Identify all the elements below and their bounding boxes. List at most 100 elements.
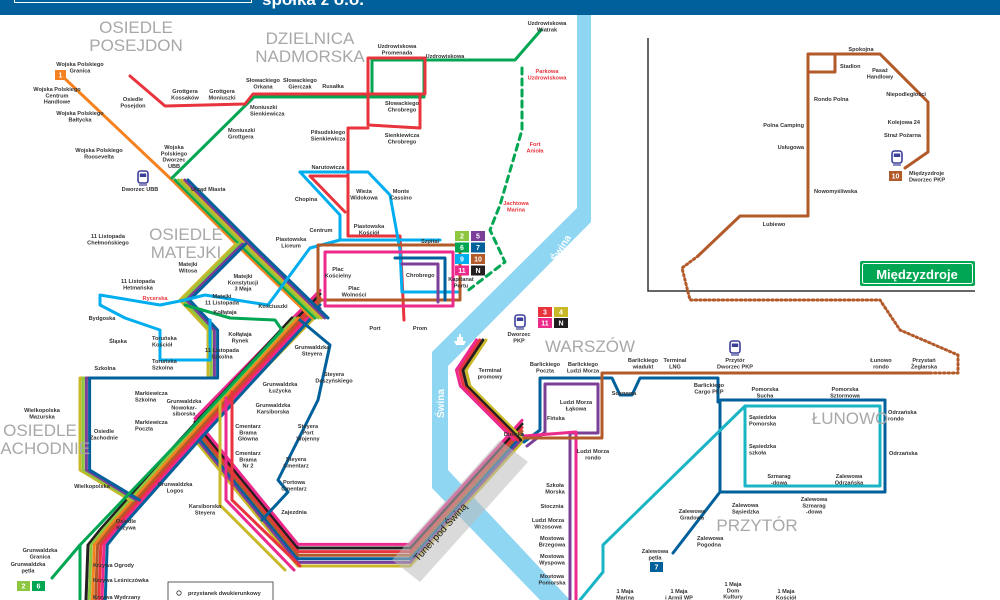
stop-straz[interactable]: Straż Pożarna [884,133,922,139]
stop-chrobrego[interactable]: Chrobrego [406,273,435,279]
stop-zajezdnia[interactable]: Zajezdnia [281,510,307,516]
stop-dworzec-ubb[interactable]: Dworzec UBB [122,187,159,193]
stop-sosnowa[interactable]: Sosnowa [612,391,637,397]
stop-stadion[interactable]: Stadion [840,64,861,70]
stop-szpital[interactable]: Szpital [421,239,439,245]
stop-kollataja[interactable]: Kołłątaja [213,310,237,316]
stop-szmarag[interactable]: Szmarag-dowa [767,474,791,486]
stop-rusalka[interactable]: Rusałka [322,84,344,90]
stop-dunska[interactable]: Duńska [504,432,525,438]
stop-narutowicza[interactable]: Narutowicza [312,165,346,171]
stop-urzad[interactable]: Urząd Miasta [191,187,226,193]
stop-krzywa-wyd[interactable]: Krzywa Wydrzany [93,595,141,600]
stop-uzdrowiskowa[interactable]: Uzdrowiskowa [426,54,466,60]
stop-spokojna[interactable]: Spokojna [848,47,874,53]
stop-polna-camping[interactable]: Polna Camping [763,123,804,129]
stop-odrzanska[interactable]: Odrzańska [889,451,918,457]
stop-lubiewo[interactable]: Lubiewo [763,222,786,228]
stop-centrum[interactable]: Centrum [310,228,333,234]
stop-prom[interactable]: Prom [413,326,427,332]
stop-wielkopolska[interactable]: Wielkopolska [74,484,111,490]
stop-krzywa-les[interactable]: Krzywa Leśniczówka [93,578,150,584]
stop-finska[interactable]: Fińska [547,416,566,422]
stop-bydgoska[interactable]: Bydgoska [89,316,117,322]
stop-szkolna[interactable]: Szkolna [94,366,116,372]
stop-rondo-polna[interactable]: Rondo Polna [814,97,849,103]
stop-kolejowa[interactable]: Kolejowa 24 [888,120,921,126]
stop-stocznia[interactable]: Stocznia [540,504,564,510]
stop-kosciuszki[interactable]: Kościuszki [258,304,288,310]
